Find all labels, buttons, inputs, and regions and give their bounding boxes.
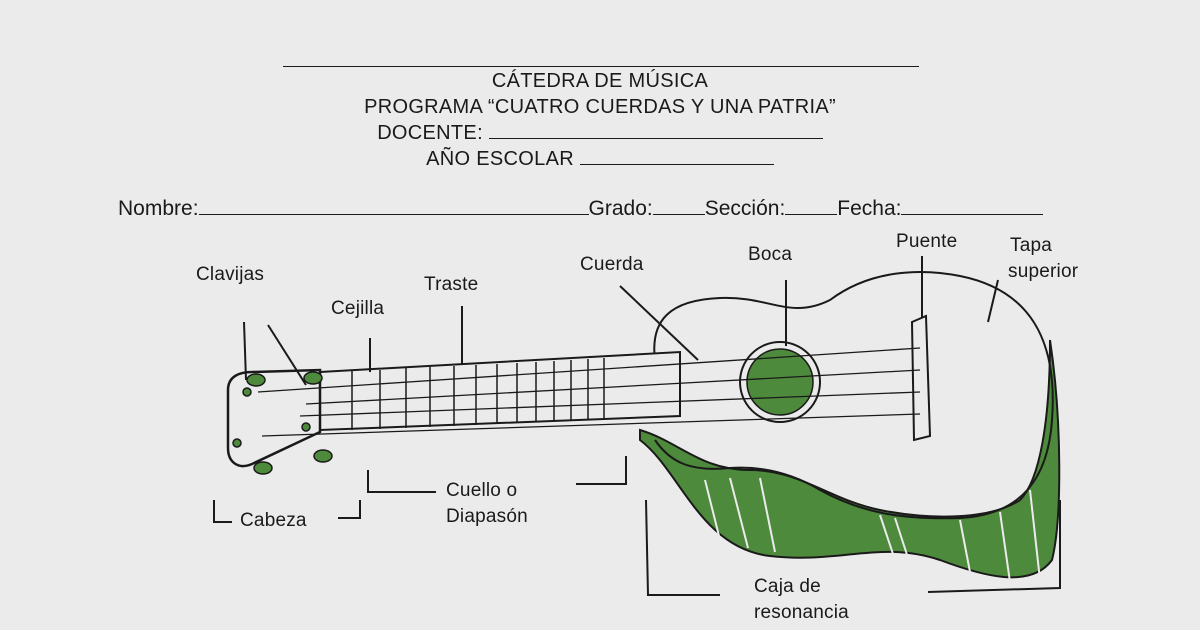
body-side [639, 339, 1061, 579]
grado-blank [652, 196, 705, 215]
seccion-label: Sección: [704, 197, 786, 220]
header-top-rule [283, 66, 919, 67]
seccion-blank [785, 196, 838, 215]
student-info-row: Nombre: Grado: Sección: Fecha: [118, 196, 1044, 221]
docente-label: DOCENTE: [377, 122, 483, 144]
label-cejilla: Cejilla [331, 298, 385, 319]
header-program: PROGRAMA “CUATRO CUERDAS Y UNA PATRIA” [364, 96, 836, 118]
leader-lines [213, 256, 1061, 596]
fecha-blank [901, 196, 1044, 215]
label-diapason: Diapasón [446, 506, 528, 527]
boca-sound-hole [739, 341, 821, 423]
label-traste: Traste [424, 274, 479, 295]
label-resonancia: resonancia [754, 602, 849, 623]
cuerdas-strings [257, 347, 921, 437]
label-cuello: Cuello o [446, 480, 518, 501]
body-side-hatching [704, 477, 1041, 583]
grado-label: Grado: [588, 197, 653, 220]
header-title: CÁTEDRA DE MÚSICA [491, 70, 709, 92]
anio-blank [579, 146, 774, 165]
nombre-label: Nombre: [118, 197, 199, 220]
label-cuerda: Cuerda [580, 254, 644, 275]
puente-bridge [910, 314, 932, 442]
docente-blank [488, 120, 823, 139]
nombre-blank [198, 196, 589, 215]
label-puente: Puente [896, 231, 958, 252]
label-tapa: Tapa [1010, 235, 1053, 256]
neck [319, 350, 681, 432]
header-anio: AÑO ESCOLAR [0, 146, 1200, 172]
header-docente: DOCENTE: [0, 120, 1200, 146]
label-superior: superior [1008, 261, 1079, 282]
anio-label: AÑO ESCOLAR [426, 148, 574, 170]
clavijas-pegs [232, 371, 333, 475]
body-top [653, 271, 1054, 520]
label-cabeza: Cabeza [240, 510, 307, 531]
label-boca: Boca [748, 244, 793, 265]
label-clavijas: Clavijas [196, 264, 265, 285]
fecha-label: Fecha: [837, 197, 902, 220]
label-caja: Caja de [754, 576, 821, 597]
